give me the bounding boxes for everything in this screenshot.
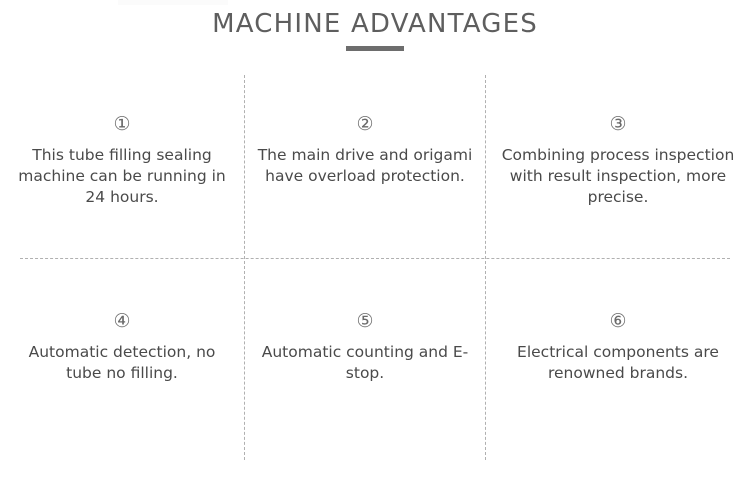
advantage-text-2: The main drive and origami have overload… (257, 146, 473, 185)
advantage-item-3: ③ Combining process inspection with resu… (486, 75, 750, 267)
vertical-divider-left (244, 75, 245, 460)
number-badge-3-icon: ③ (609, 113, 627, 135)
page-header: MACHINE ADVANTAGES (0, 8, 750, 51)
advantage-item-5: ⑤ Automatic counting and E-stop. (245, 268, 485, 460)
number-badge-2-icon: ② (356, 113, 374, 135)
advantage-text-6: Electrical components are renowned brand… (517, 343, 719, 382)
number-badge-1-icon: ① (113, 113, 131, 135)
advantage-text-1: This tube filling sealing machine can be… (18, 146, 226, 206)
advantages-row-top: ① This tube filling sealing machine can … (0, 75, 750, 267)
vertical-divider-right (485, 75, 486, 460)
title-underline (346, 46, 404, 51)
advantage-item-2: ② The main drive and origami have overlo… (245, 75, 485, 267)
horizontal-divider (20, 258, 730, 259)
advantage-text-4: Automatic detection, no tube no filling. (28, 343, 216, 382)
advantages-row-bottom: ④ Automatic detection, no tube no fillin… (0, 268, 750, 460)
advantage-item-6: ⑥ Electrical components are renowned bra… (486, 268, 750, 460)
number-badge-4-icon: ④ (113, 310, 131, 332)
advantage-text-5: Automatic counting and E-stop. (261, 343, 469, 382)
page-title: MACHINE ADVANTAGES (212, 9, 538, 39)
advantages-grid: ① This tube filling sealing machine can … (0, 75, 750, 460)
advantage-text-3: Combining process inspection with result… (501, 146, 735, 206)
advantage-item-4: ④ Automatic detection, no tube no fillin… (0, 268, 244, 460)
number-badge-6-icon: ⑥ (609, 310, 627, 332)
top-edge-band (118, 0, 228, 5)
advantage-item-1: ① This tube filling sealing machine can … (0, 75, 244, 267)
number-badge-5-icon: ⑤ (356, 310, 374, 332)
